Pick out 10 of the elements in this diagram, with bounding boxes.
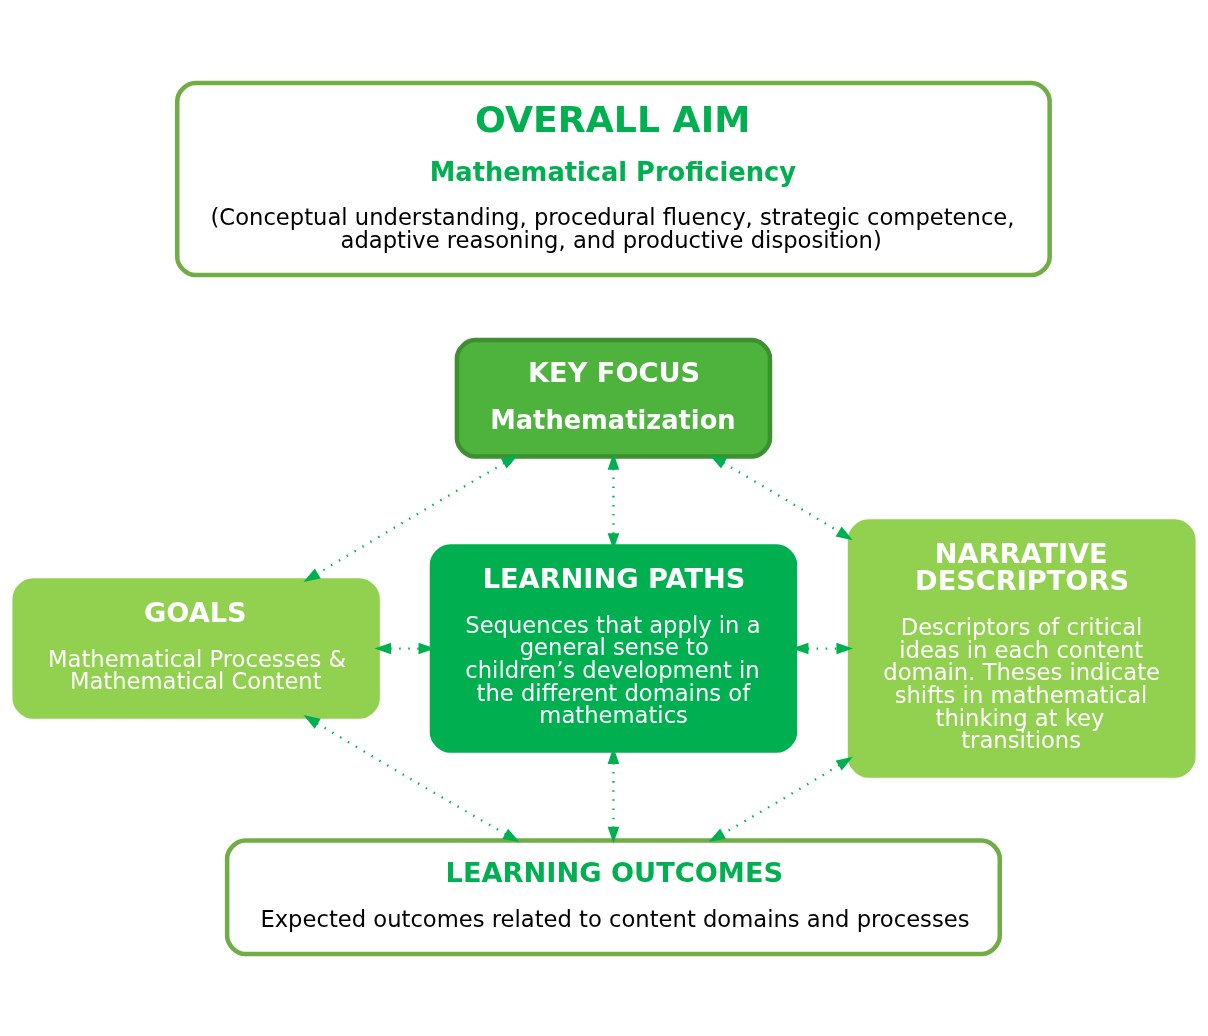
arrow [303, 714, 520, 842]
node-box: GOALS Mathematical Processes & Mathematical Content [12, 577, 380, 719]
node-box: KEY FOCUS Mathematization [454, 337, 773, 459]
node-box: OVERALL AIM Mathematical Proficiency (Conceptual understanding, procedural fluency, strategic competence, adaptive reasoning, and productive disposition) [174, 80, 1052, 277]
node-box: LEARNING PATHS Sequences that apply in a general sense to children’s development in the different domains of mathematics [429, 543, 798, 753]
arrow [708, 756, 853, 842]
arrow [709, 454, 853, 540]
arrow [303, 454, 519, 582]
node-box: NARRATIVE DESCRIPTORS Descriptors of critical ideas in each content domain. Theses indicate shifts in mathematical thinking at key transitions [847, 518, 1196, 778]
node-box: LEARNING OUTCOMES Expected outcomes related to content domains and processes [224, 837, 1003, 956]
